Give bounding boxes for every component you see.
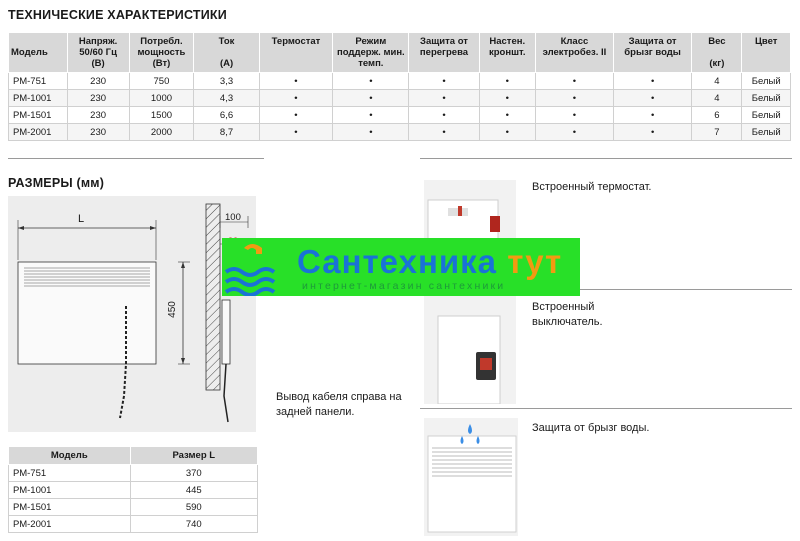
col-header-bracket: Настен.кроншт. <box>478 32 536 73</box>
water-drop-icon <box>468 424 472 434</box>
heater-front <box>17 261 157 365</box>
heater-drawing-svg <box>17 203 249 423</box>
col-header-current: Ток (А) <box>193 32 260 73</box>
table-row: РМ-1001 230 1000 4,3 • • • • • • 4 Белый <box>8 89 791 107</box>
specs-title: ТЕХНИЧЕСКИЕ ХАРАКТЕРИСТИКИ <box>8 8 227 22</box>
table-row: РМ-1501 230 1500 6,6 • • • • • • 6 Белый <box>8 106 791 124</box>
watermark-banner <box>222 238 580 296</box>
heater-side <box>221 299 231 365</box>
watermark-brand: Сантехника тут <box>297 243 563 280</box>
faucet-logo-icon <box>224 244 276 297</box>
dimensions-title: РАЗМЕРЫ (мм) <box>8 176 105 190</box>
divider <box>420 408 792 409</box>
label-height: 450 <box>166 301 178 318</box>
divider <box>420 289 792 290</box>
col-header-color: Цвет <box>741 32 791 73</box>
col-header-power: Потребл.мощность(Вт) <box>128 32 195 73</box>
side-cable <box>223 363 229 423</box>
heater-grille <box>24 267 150 287</box>
watermark-subtitle: интернет-магазин сантехники <box>302 280 506 292</box>
col-header-voltage: Напряж.50/60 Гц(В) <box>66 32 130 73</box>
divider <box>420 158 792 159</box>
col-header-thermostat: Термостат <box>258 32 334 73</box>
splash-photo <box>424 418 518 536</box>
divider <box>8 158 264 159</box>
col-header-model: Модель <box>8 32 68 73</box>
switch-photo <box>424 296 516 405</box>
watermark-logo <box>222 238 284 301</box>
table-row: РМ-751 230 750 3,3 • • • • • • 4 Белый <box>8 72 791 90</box>
wall-section <box>205 203 221 391</box>
col-header-model: Модель <box>8 446 131 465</box>
col-header-weight: Вес (кг) <box>691 32 743 73</box>
specs-table: Модель Напряж.50/60 Гц(В) Потребл.мощнос… <box>8 32 791 141</box>
splash-photo-svg <box>427 424 517 533</box>
specs-header-row: Модель Напряж.50/60 Гц(В) Потребл.мощнос… <box>8 32 791 73</box>
thermostat-caption: Встроенный термостат. <box>532 181 652 193</box>
switch-caption: Встроенный выключатель. <box>532 301 603 328</box>
dimension-drawing: L 450 100 82 <box>8 196 256 432</box>
label-depth: 100 <box>225 212 241 223</box>
col-header-size: Размер L <box>129 446 259 465</box>
splash-caption: Защита от брызг воды. <box>532 422 650 434</box>
switch-photo-svg <box>437 315 501 405</box>
power-cable <box>119 306 127 419</box>
cable-caption: Вывод кабеля справа на задней панели. <box>276 391 402 418</box>
table-row: РМ-2001 230 2000 8,7 • • • • • • 7 Белый <box>8 123 791 141</box>
label-l: L <box>78 213 85 225</box>
